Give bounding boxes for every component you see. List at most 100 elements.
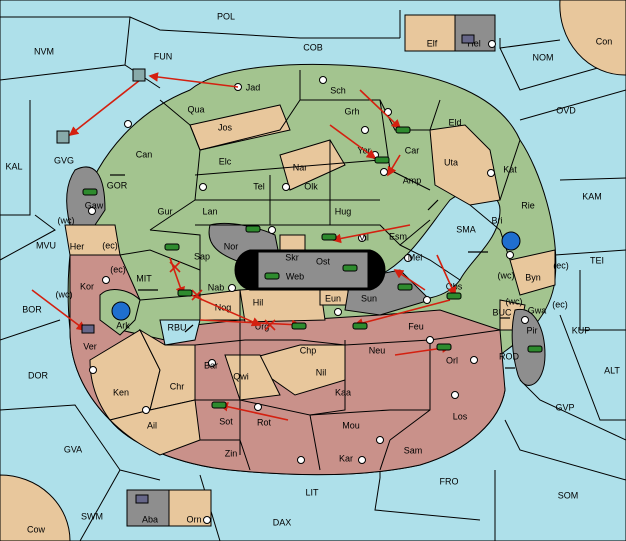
province-label: Jad	[246, 82, 261, 92]
army-icon[interactable]	[395, 126, 411, 134]
province-label: Byn	[525, 272, 541, 282]
province-label: Con	[596, 36, 613, 46]
province-label: Ken	[113, 387, 129, 397]
sea-label-rod: ROD	[499, 351, 520, 361]
coast-label-ec: (ec)	[552, 299, 568, 309]
province-label: Gwa	[528, 305, 547, 315]
fleet-icon[interactable]	[501, 231, 521, 251]
province-label: Esm	[389, 231, 407, 241]
sea-label-bor: BOR	[22, 304, 42, 314]
fleet-icon[interactable]	[132, 68, 146, 82]
fleet-icon[interactable]	[111, 301, 131, 321]
province-label: Olk	[304, 181, 318, 191]
coast-label-ec: (ec)	[553, 260, 569, 270]
province-label: Aba	[142, 514, 158, 524]
province-label: Sap	[194, 251, 210, 261]
province-label: Grh	[344, 106, 359, 116]
province-elf[interactable]	[404, 14, 456, 52]
strait-markers	[110, 174, 515, 369]
army-icon[interactable]	[374, 156, 390, 164]
fleet-icon[interactable]	[81, 324, 95, 334]
coast-label-wc: (wc)	[56, 289, 73, 299]
province-label: Sun	[361, 293, 377, 303]
army-icon[interactable]	[177, 289, 193, 297]
province-label: Uta	[444, 157, 458, 167]
province-label: Kaa	[335, 387, 351, 397]
province-label: Urg	[255, 321, 270, 331]
sea-label-fun: FUN	[154, 51, 173, 61]
fleet-icon[interactable]	[56, 130, 70, 144]
coast-labels: (wc) (ec) (ec) (wc) (wc) (ec) (wc) (ec)	[56, 215, 569, 309]
sea-label-lit: LIT	[305, 487, 319, 497]
coast-label-ec: (ec)	[102, 240, 118, 250]
army-icon[interactable]	[82, 188, 98, 196]
sea-label-kam: KAM	[582, 191, 602, 201]
province-label: Cow	[27, 524, 46, 534]
province-label: Sch	[330, 85, 346, 95]
supply-centres	[88, 40, 529, 524]
fleet-icon[interactable]	[461, 34, 475, 44]
army-icon[interactable]	[397, 283, 413, 291]
sea-label-mit: MIT	[136, 273, 152, 283]
province-cow[interactable]	[0, 474, 71, 541]
sea-label-nvm: NVM	[34, 46, 54, 56]
army-icon[interactable]	[211, 401, 227, 409]
army-icon[interactable]	[264, 272, 280, 280]
sea-boundaries	[0, 10, 626, 541]
province-label: Ail	[147, 420, 157, 430]
province-label: Nar	[293, 162, 308, 172]
province-label: Eld	[448, 117, 461, 127]
sea-label-alt: ALT	[604, 365, 620, 375]
inner-sea-rbu	[159, 319, 201, 346]
province-label: Her	[70, 241, 85, 251]
army-icon[interactable]	[342, 264, 358, 272]
army-icon[interactable]	[245, 225, 261, 233]
province-label: Hil	[253, 297, 264, 307]
army-icon[interactable]	[164, 243, 180, 251]
army-icon[interactable]	[436, 343, 452, 351]
army-icon[interactable]	[527, 345, 543, 353]
province-borders	[119, 70, 521, 471]
sea-label-fro: FRO	[440, 476, 459, 486]
province-label: Nab	[208, 282, 225, 292]
sea-label-mvu: MVU	[36, 240, 56, 250]
army-icon[interactable]	[446, 292, 462, 300]
sea-label-kup: KUP	[572, 325, 591, 335]
army-icon[interactable]	[321, 233, 337, 241]
province-label: Kor	[80, 281, 94, 291]
province-label: Vil	[359, 232, 369, 242]
province-ail[interactable]	[109, 399, 201, 456]
province-label: Chp	[300, 345, 317, 355]
coast-label-wc: (wc)	[498, 270, 515, 280]
province-qwi[interactable]	[224, 354, 281, 401]
province-label: Nog	[215, 302, 232, 312]
province-label: Sot	[219, 416, 233, 426]
province-label: Neu	[369, 345, 386, 355]
sea-label-buc: BUC	[492, 307, 512, 317]
province-label: Nor	[224, 241, 239, 251]
province-label: Ost	[316, 256, 331, 266]
province-label: Jos	[218, 122, 233, 132]
fleet-icon[interactable]	[135, 494, 149, 504]
province-byn[interactable]	[509, 249, 556, 296]
sea-label-dor: DOR	[28, 370, 49, 380]
sea-label-gvp: GVP	[555, 402, 574, 412]
province-label: Bar	[204, 360, 218, 370]
inner-sea-sma	[379, 190, 501, 301]
army-icon[interactable]	[352, 322, 368, 330]
army-icon[interactable]	[291, 322, 307, 330]
province-label: Car	[405, 145, 420, 155]
province-label: Web	[286, 271, 304, 281]
province-con[interactable]	[559, 0, 626, 76]
province-label: Eun	[325, 293, 341, 303]
province-label: Qua	[187, 104, 204, 114]
province-label: Orl	[446, 355, 458, 365]
province-label: Hug	[335, 206, 352, 216]
province-label: Elc	[219, 156, 232, 166]
coast-label-ec: (ec)	[110, 264, 126, 274]
province-labels: Jad Sch Qua Jos Grh Eld Can Car Yor Elc …	[27, 36, 612, 534]
province-label: Tel	[253, 181, 265, 191]
province-label: Rot	[257, 417, 272, 427]
province-label: Zin	[225, 448, 238, 458]
